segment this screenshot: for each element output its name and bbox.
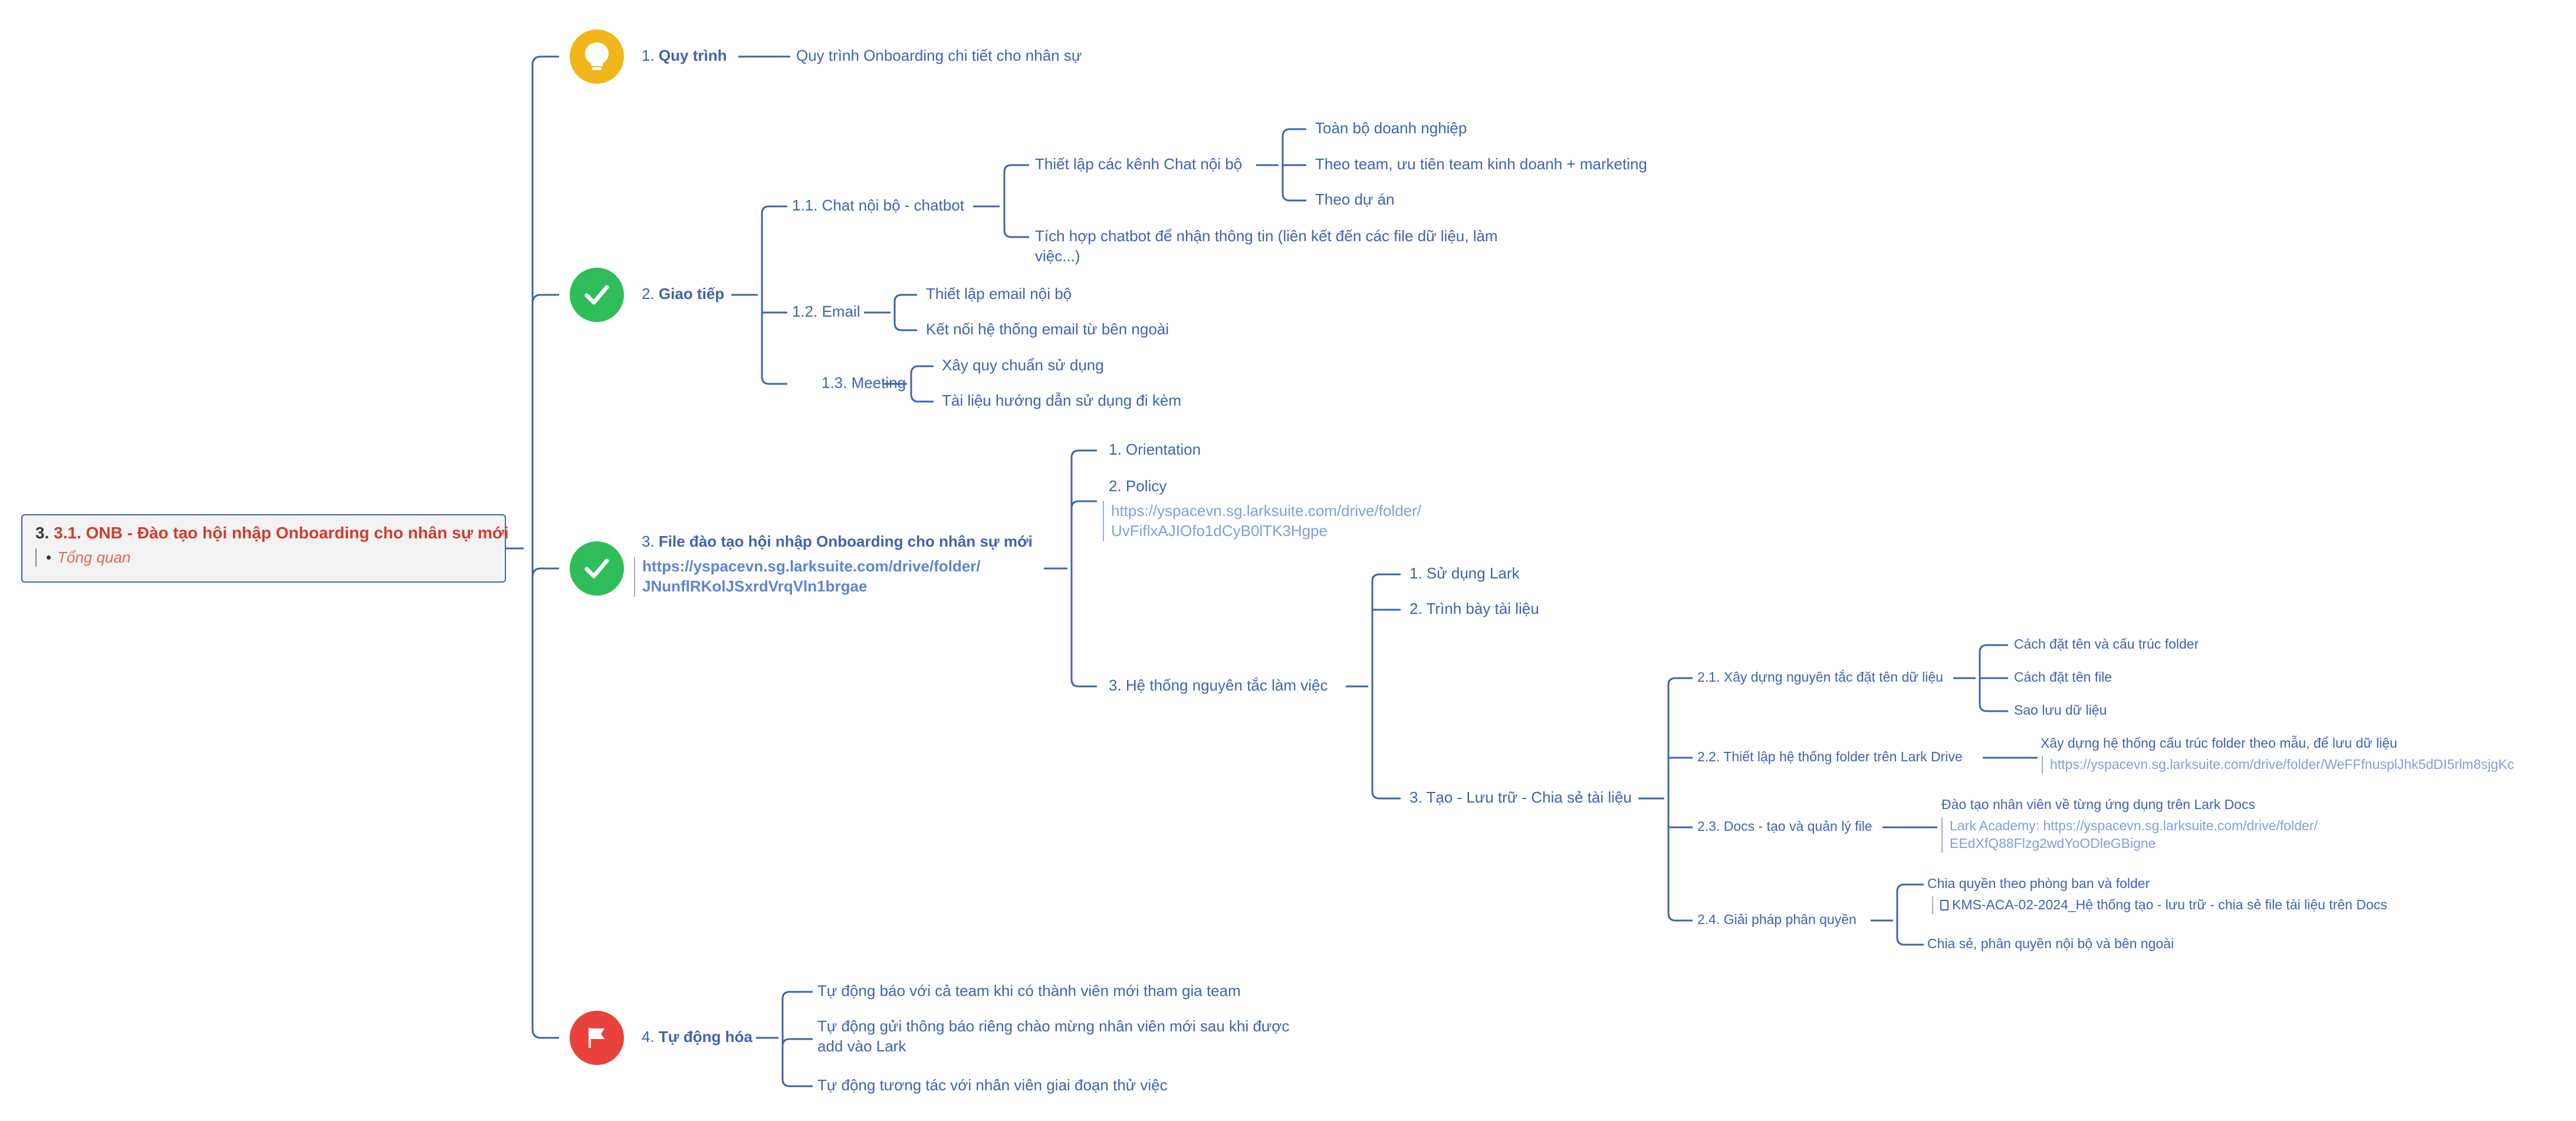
topic-dao-tao-lark-docs[interactable]: Đào tạo nhân viên về từng ứng dụng trên … <box>1941 797 2256 812</box>
file-dao-tao-link[interactable]: https://yspacevn.sg.larksuite.com/drive/… <box>634 557 981 597</box>
lark-drive-link[interactable]: https://yspacevn.sg.larksuite.com/drive/… <box>2042 756 2514 774</box>
topic-toan-bo-doanh-nghiep[interactable]: Toàn bộ doanh nghiệp <box>1315 119 1467 137</box>
checkmark-icon <box>570 541 624 596</box>
topic-tuong-tac-thu-viec[interactable]: Tự động tương tác với nhân viên giai đoạ… <box>817 1076 1168 1094</box>
topic-email-noi-bo[interactable]: Thiết lập email nội bộ <box>926 285 1072 303</box>
topic-tu-dong-hoa[interactable]: 4. Tự động hóa <box>642 1028 753 1046</box>
topic-policy[interactable]: 2. Policy <box>1109 477 1167 495</box>
topic-email[interactable]: 1.2. Email <box>792 303 860 320</box>
document-icon <box>1940 900 1949 910</box>
flag-icon <box>570 1011 624 1065</box>
topic-lark-drive[interactable]: 2.2. Thiết lập hệ thống folder trên Lark… <box>1697 749 1963 764</box>
topic-phan-quyen[interactable]: 2.4. Giải pháp phân quyền <box>1697 912 1857 927</box>
topic-cau-truc-folder[interactable]: Xây dựng hệ thống cấu trúc folder theo m… <box>2041 735 2397 751</box>
topic-sao-luu[interactable]: Sao lưu dữ liệu <box>2014 702 2107 718</box>
kms-doc-link[interactable]: KMS-ACA-02-2024_Hệ thống tạo - lưu trữ -… <box>1932 896 2387 914</box>
topic-theo-du-an[interactable]: Theo dự án <box>1315 190 1395 208</box>
topic-quy-trinh-onboarding[interactable]: Quy trình Onboarding chi tiết cho nhân s… <box>796 47 1082 64</box>
topic-chia-se-phan-quyen[interactable]: Chia sẻ, phân quyền nội bộ và bên ngoài <box>1927 936 2174 951</box>
topic-he-thong-nguyen-tac[interactable]: 3. Hệ thống nguyên tắc làm việc <box>1109 676 1328 694</box>
topic-theo-team[interactable]: Theo team, ưu tiên team kinh doanh + mar… <box>1315 155 1647 173</box>
topic-dat-ten-du-lieu[interactable]: 2.1. Xây dựng nguyên tắc đặt tên dữ liệu <box>1697 669 1943 685</box>
topic-dat-ten-folder[interactable]: Cách đặt tên và cấu trúc folder <box>2014 636 2199 652</box>
topic-tao-luu-tru[interactable]: 3. Tạo - Lưu trữ - Chia sẻ tài liệu <box>1409 788 1632 806</box>
topic-quy-trinh[interactable]: 1. Quy trình <box>642 47 727 64</box>
topic-chatbot[interactable]: Tích hợp chatbot để nhận thông tin (liên… <box>1035 227 1498 265</box>
topic-giao-tiep[interactable]: 2. Giao tiếp <box>642 285 725 303</box>
topic-quy-chuan[interactable]: Xây quy chuẩn sử dụng <box>942 356 1104 374</box>
topic-email-ben-ngoai[interactable]: Kết nối hệ thống email từ bên ngoài <box>926 320 1169 338</box>
root-title: 3. 3.1. ONB - Đào tạo hội nhập Onboardin… <box>35 524 509 542</box>
topic-docs[interactable]: 2.3. Docs - tạo và quản lý file <box>1697 818 1872 834</box>
root-topic[interactable]: 3. 3.1. ONB - Đào tạo hội nhập Onboardin… <box>21 514 509 583</box>
topic-su-dung-lark[interactable]: 1. Sử dụng Lark <box>1409 564 1520 582</box>
root-note: •Tổng quan <box>35 548 492 567</box>
topic-dat-ten-file[interactable]: Cách đặt tên file <box>2014 669 2112 685</box>
topic-thong-bao-chao-mung[interactable]: Tự động gửi thông báo riêng chào mừng nh… <box>817 1017 1290 1055</box>
root-note-text: Tổng quan <box>57 548 131 566</box>
topic-bao-ca-team[interactable]: Tự động báo với cả team khi có thành viê… <box>817 982 1241 1000</box>
topic-meeting[interactable]: 1.3. Meeting <box>822 374 906 392</box>
lightbulb-icon <box>570 29 624 84</box>
lark-academy-link[interactable]: Lark Academy: https://yspacevn.sg.larksu… <box>1941 817 2318 853</box>
topic-quyen-phong-ban[interactable]: Chia quyền theo phòng ban và folder <box>1927 876 2150 891</box>
topic-tai-lieu-huong-dan[interactable]: Tài liệu hướng dẫn sử dụng đi kèm <box>942 392 1181 409</box>
topic-file-dao-tao[interactable]: 3. File đào tạo hội nhập Onboarding cho … <box>642 532 1033 550</box>
topic-trinh-bay-tai-lieu[interactable]: 2. Trình bày tài liệu <box>1409 600 1539 617</box>
policy-link[interactable]: https://yspacevn.sg.larksuite.com/drive/… <box>1103 501 1421 541</box>
checkmark-icon <box>570 268 624 322</box>
topic-orientation[interactable]: 1. Orientation <box>1109 440 1201 458</box>
topic-chat-noi-bo[interactable]: 1.1. Chat nội bộ - chatbot <box>792 196 964 214</box>
topic-kenh-chat[interactable]: Thiết lập các kênh Chat nội bộ <box>1035 155 1243 173</box>
